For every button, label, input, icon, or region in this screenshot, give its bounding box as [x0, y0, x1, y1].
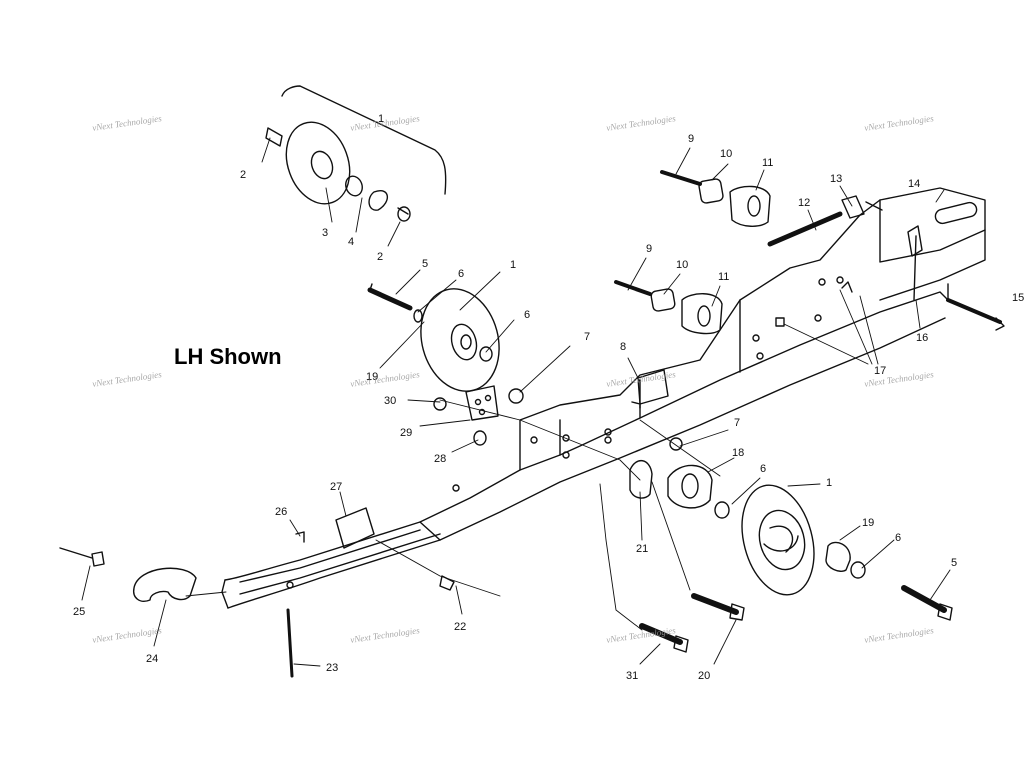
callout: 4 — [348, 236, 354, 248]
middle-idler-wheel — [367, 283, 500, 392]
callout: 1 — [378, 113, 384, 125]
top-idler-assembly — [265, 85, 447, 222]
callout: 3 — [322, 227, 328, 239]
callout: 1 — [510, 259, 516, 271]
callout: 7 — [734, 417, 740, 429]
callout: 6 — [458, 268, 464, 280]
callout: 2 — [377, 251, 383, 263]
callout: 24 — [146, 653, 158, 665]
callout: 30 — [384, 395, 396, 407]
callout: 20 — [698, 670, 710, 682]
callout: 2 — [240, 169, 246, 181]
callout: 7 — [584, 331, 590, 343]
callout: 11 — [762, 157, 773, 169]
callout: 15 — [1012, 292, 1024, 304]
callout-labels: 1 2 3 4 2 9 10 11 13 14 12 9 10 11 15 16… — [73, 113, 1024, 682]
callout: 19 — [366, 371, 378, 383]
callout: 10 — [720, 148, 732, 160]
callout: 16 — [916, 332, 928, 344]
callout: 8 — [620, 341, 626, 353]
upper-bushing-set — [660, 170, 883, 247]
leader-lines — [81, 137, 951, 667]
callout: 12 — [798, 197, 810, 209]
front-tip-parts — [59, 507, 455, 678]
callout: 28 — [434, 453, 446, 465]
callout: 23 — [326, 662, 338, 674]
callout: 29 — [400, 427, 412, 439]
callout: 5 — [422, 258, 428, 270]
callout: 31 — [626, 670, 638, 682]
callout: 1 — [826, 477, 832, 489]
callout: 6 — [760, 463, 766, 475]
callout: 26 — [275, 506, 287, 518]
callout: 11 — [718, 271, 729, 283]
callout: 9 — [688, 133, 694, 145]
callout: 9 — [646, 243, 652, 255]
diagram-heading: LH Shown — [174, 344, 282, 369]
callout: 6 — [524, 309, 530, 321]
slide-rail — [221, 187, 986, 609]
callout: 6 — [895, 532, 901, 544]
callout: 14 — [908, 178, 920, 190]
callout: 17 — [874, 365, 886, 377]
callout: 21 — [636, 543, 648, 555]
callout: 13 — [830, 173, 842, 185]
callout: 22 — [454, 621, 466, 633]
lower-wheel-assembly — [629, 460, 953, 621]
right-fasteners — [775, 225, 1005, 331]
mounting-plates — [433, 369, 683, 451]
callout: 10 — [676, 259, 688, 271]
callout: 5 — [951, 557, 957, 569]
lower-bolts — [639, 593, 745, 653]
callout: 19 — [862, 517, 874, 529]
callout: 25 — [73, 606, 85, 618]
callout: 27 — [330, 481, 342, 493]
lower-bushing-set — [614, 280, 723, 335]
callout: 18 — [732, 447, 744, 459]
